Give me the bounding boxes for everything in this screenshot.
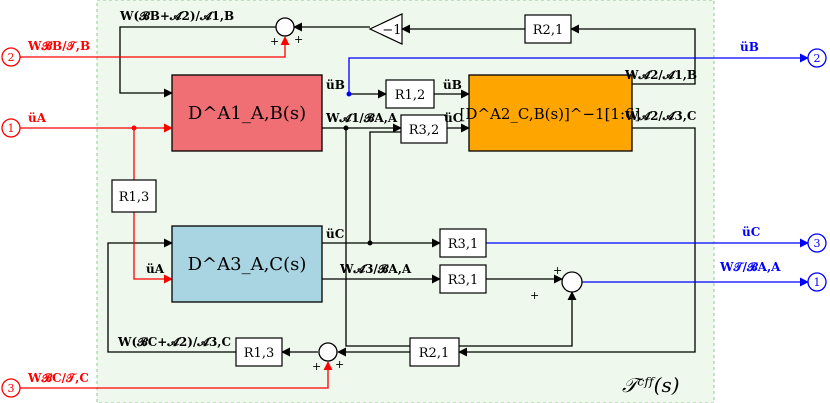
sum-sign: + xyxy=(312,360,321,373)
svg-text:R3,1: R3,1 xyxy=(448,273,478,288)
gain-minus-one: −1 xyxy=(368,13,403,45)
output-port-2: 2 xyxy=(807,48,827,68)
red-wires xyxy=(20,36,333,389)
svg-text:R2,1: R2,1 xyxy=(419,346,449,361)
signal-ub-a2: üB xyxy=(443,78,462,92)
gain-r32: R3,2 xyxy=(400,114,448,144)
signal-w-a2-a3c: W𝓐2/𝓐3,C xyxy=(624,109,696,123)
signal-uc-a3: üC xyxy=(326,227,344,241)
input-port-2: 2 xyxy=(1,47,21,67)
gain-r13-bottom: R1,3 xyxy=(235,337,283,367)
block-d-a1 xyxy=(171,74,323,152)
signal-ua-in: üA xyxy=(28,111,47,125)
sum-sign: + xyxy=(530,289,539,302)
signal-ua-a3: üA xyxy=(146,262,165,276)
gain-r31-b: R3,1 xyxy=(439,264,487,294)
signal-ub-a1: üB xyxy=(326,78,345,92)
svg-text:R1,2: R1,2 xyxy=(395,88,425,103)
svg-text:2: 2 xyxy=(8,51,15,64)
signal-w-a3-ba: W𝓐3/𝓑A,A xyxy=(339,262,412,276)
signal-w-top: W(𝓑B+𝓐2)/𝓐1,B xyxy=(119,9,234,23)
svg-text:3: 3 xyxy=(8,382,15,395)
sum-sign: + xyxy=(270,35,279,48)
system-frame xyxy=(96,0,715,403)
block-d-a3 xyxy=(171,225,323,303)
gain-r21-top: R2,1 xyxy=(524,14,572,44)
frame-label: 𝒯ᶜᶠᶠ(s) xyxy=(622,373,680,397)
output-port-3: 3 xyxy=(807,233,827,253)
sum-sign: + xyxy=(335,358,344,371)
block-d-a3-label: D^A3_A,C(s) xyxy=(188,254,307,275)
svg-text:1: 1 xyxy=(8,122,15,135)
gain-r13-left: R1,3 xyxy=(111,179,157,213)
signal-uc-out: üC xyxy=(742,225,760,239)
sum-junction-output xyxy=(561,271,583,293)
block-inv-d-a2-label: [D^A2_C,B(s)]^−1[1:6] xyxy=(460,105,641,123)
junction-dot xyxy=(367,240,373,246)
input-port-1: 1 xyxy=(1,118,21,138)
output-port-1: 1 xyxy=(807,272,827,292)
input-port-3: 3 xyxy=(1,378,21,398)
gain-r12: R1,2 xyxy=(385,79,435,109)
sum-junction-bottom xyxy=(318,342,338,362)
svg-text:R3,1: R3,1 xyxy=(448,237,478,252)
block-inv-d-a2 xyxy=(468,74,633,152)
signal-w-a2-a1b: W𝓐2/𝓐1,B xyxy=(624,68,697,82)
svg-text:R1,3: R1,3 xyxy=(244,346,274,361)
signal-w-in2: W𝓑B/𝒯,B xyxy=(27,39,90,53)
signal-w-in3: W𝓑C/𝒯,C xyxy=(27,371,89,385)
sum-junction-top xyxy=(275,17,295,37)
svg-text:R2,1: R2,1 xyxy=(533,23,563,38)
gain-r31-a: R3,1 xyxy=(439,228,487,258)
junction-dot xyxy=(343,125,349,131)
signal-uc-a2: üC xyxy=(444,111,462,125)
signal-ub-out: üB xyxy=(740,40,759,54)
sum-sign: + xyxy=(294,33,303,46)
junction-dot xyxy=(131,125,137,131)
svg-text:R1,3: R1,3 xyxy=(119,190,149,205)
signal-w-out1: W𝒯/𝓑A,A xyxy=(719,260,781,274)
junction-dot xyxy=(346,91,352,97)
svg-text:3: 3 xyxy=(814,237,821,250)
black-wires xyxy=(107,22,696,357)
blue-wires xyxy=(348,53,809,287)
svg-text:−1: −1 xyxy=(382,23,401,38)
sum-sign: + xyxy=(553,264,562,277)
block-d-a1-label: D^A1_A,B(s) xyxy=(188,103,306,124)
signal-w-a1-ba: W𝓐1/𝓑A,A xyxy=(325,111,398,125)
svg-text:R3,2: R3,2 xyxy=(409,123,439,138)
svg-text:2: 2 xyxy=(814,52,821,65)
signal-w-bc-a2: W(𝓑C+𝓐2)/𝓐3,C xyxy=(117,335,231,349)
gain-r21-bottom: R2,1 xyxy=(409,337,460,367)
svg-text:1: 1 xyxy=(814,276,821,289)
